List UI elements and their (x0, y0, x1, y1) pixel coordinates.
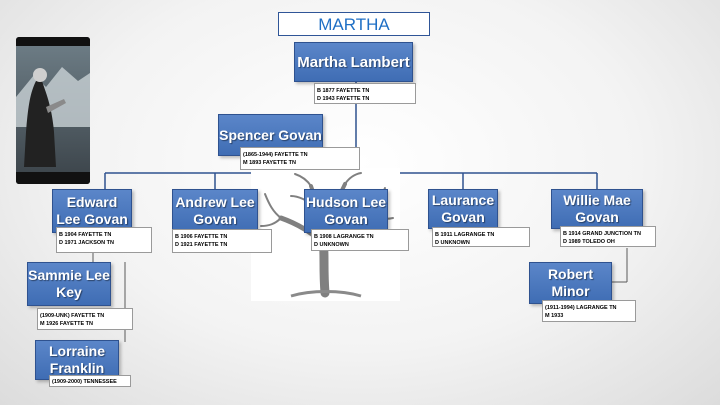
martha-death: D 1943 FAYETTE TN (317, 96, 370, 102)
info-spencer-govan: (1865-1944) FAYETTE TN M 1893 FAYETTE TN (240, 147, 360, 170)
spencer-dates: (1865-1944) FAYETTE TN (243, 152, 308, 158)
info-hudson-lee-govan: B 1908 LAGRANGE TN D UNKNOWN (311, 229, 409, 251)
info-laurance-govan: B 1911 LAGRANGE TN D UNKNOWN (432, 227, 530, 247)
laurance-birth: B 1911 LAGRANGE TN (435, 232, 495, 238)
person-hudson-lee-govan[interactable]: Hudson Lee Govan (304, 189, 388, 233)
willie-death: D 1989 TOLEDO OH (563, 239, 615, 245)
martha-birth: B 1877 FAYETTE TN (317, 88, 370, 94)
laurance-death: D UNKNOWN (435, 240, 470, 246)
robert-marriage: M 1933 (545, 313, 564, 319)
person-sammie-lee-key[interactable]: Sammie Lee Key (27, 262, 111, 306)
info-lorraine-franklin: (1909-2000) TENNESSEE (49, 375, 131, 387)
edward-birth: B 1904 FAYETTE TN (59, 232, 112, 238)
robert-dates: (1911-1994) LAGRANGE TN (545, 305, 617, 311)
lorraine-dates: (1909-2000) TENNESSEE (52, 379, 117, 385)
info-willie-mae-govan: B 1914 GRAND JUNCTION TN D 1989 TOLEDO O… (560, 226, 656, 247)
person-robert-minor[interactable]: Robert Minor (529, 262, 612, 304)
hudson-birth: B 1908 LAGRANGE TN (314, 234, 374, 240)
info-robert-minor: (1911-1994) LAGRANGE TN M 1933 (542, 300, 636, 322)
andrew-birth: B 1906 FAYETTE TN (175, 234, 228, 240)
person-laurance-govan[interactable]: Laurance Govan (428, 189, 498, 229)
info-andrew-lee-govan: B 1906 FAYETTE TN D 1921 FAYETTE TN (172, 229, 272, 253)
person-andrew-lee-govan[interactable]: Andrew Lee Govan (172, 189, 258, 233)
info-edward-lee-govan: B 1904 FAYETTE TN D 1971 JACKSON TN (56, 227, 152, 253)
hudson-death: D UNKNOWN (314, 242, 349, 248)
chart-title: MARTHA LAMBERT (278, 12, 430, 58)
person-martha-lambert[interactable]: Martha Lambert (294, 42, 413, 82)
person-lorraine-franklin[interactable]: Lorraine Franklin (35, 340, 119, 380)
info-martha-lambert: B 1877 FAYETTE TN D 1943 FAYETTE TN (314, 83, 416, 104)
spencer-marriage: M 1893 FAYETTE TN (243, 160, 296, 166)
info-sammie-lee-key: (1909-UNK) FAYETTE TN M 1926 FAYETTE TN (37, 308, 133, 330)
portrait-photo (16, 37, 90, 184)
willie-birth: B 1914 GRAND JUNCTION TN (563, 231, 641, 237)
edward-death: D 1971 JACKSON TN (59, 240, 115, 246)
sammie-dates: (1909-UNK) FAYETTE TN (40, 313, 105, 319)
person-willie-mae-govan[interactable]: Willie Mae Govan (551, 189, 643, 229)
andrew-death: D 1921 FAYETTE TN (175, 242, 228, 248)
sammie-marriage: M 1926 FAYETTE TN (40, 321, 93, 327)
